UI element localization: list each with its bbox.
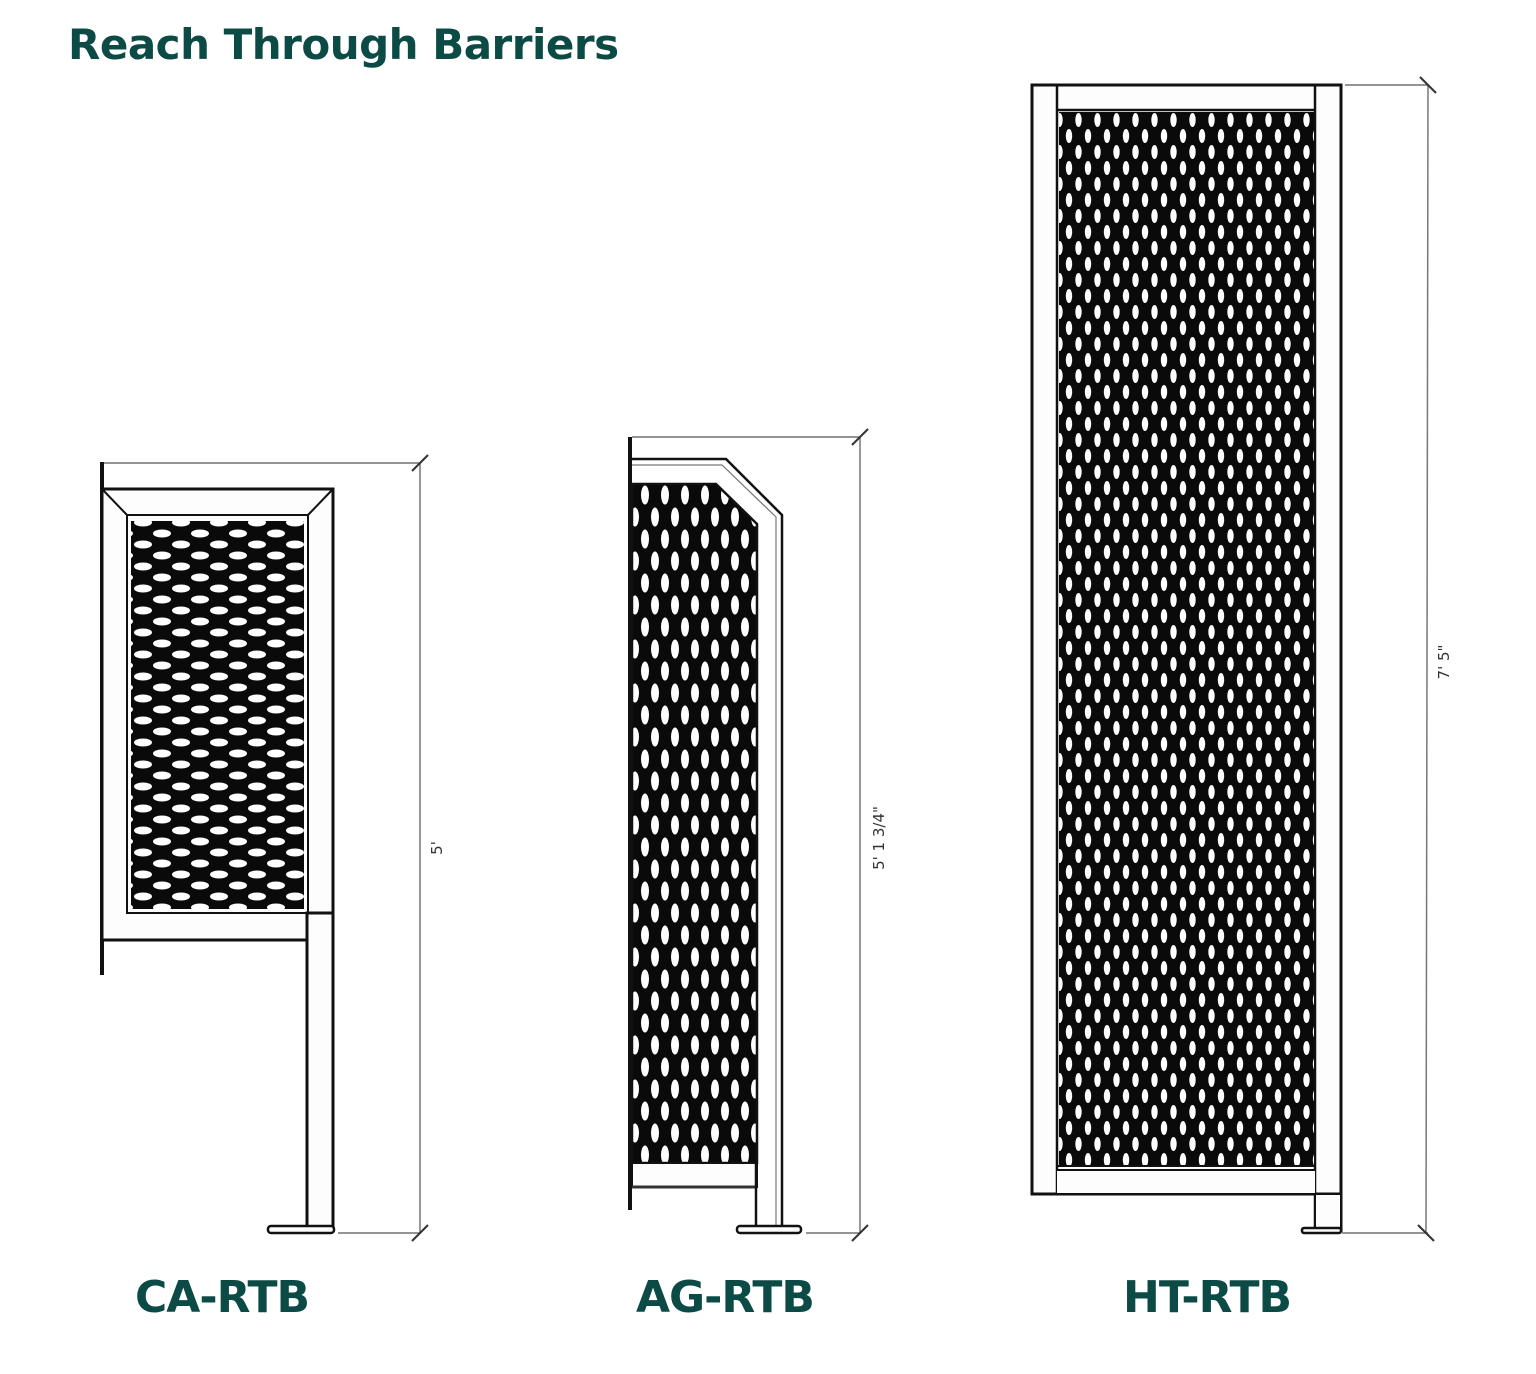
dimension-line [1342,76,1437,1242]
model-label-ca-rtb: CA-RTB [135,1272,310,1323]
barrier-ht-rtb: 7' 5" [1030,76,1453,1242]
barrier-ag-rtb: 5' 1 3/4" [628,428,888,1242]
base-plate [1300,1226,1343,1235]
mesh-panel [1059,112,1314,1165]
dimension-line [104,454,429,1242]
page-title: Reach Through Barriers [68,20,619,69]
base-plate [266,1224,336,1235]
height-dimension: 7' 5" [1435,645,1453,680]
model-label-ag-rtb: AG-RTB [636,1272,815,1323]
height-dimension: 5' 1 3/4" [870,806,888,870]
dimension-line [632,428,869,1242]
base-plate [735,1224,803,1235]
height-dimension: 5' [428,841,446,855]
frame [632,457,784,1229]
post [305,911,335,1231]
model-label-ht-rtb: HT-RTB [1123,1272,1292,1323]
mesh-panel [630,482,759,1165]
barrier-ca-rtb: 5' [100,454,446,1242]
mesh-panel [131,521,304,909]
